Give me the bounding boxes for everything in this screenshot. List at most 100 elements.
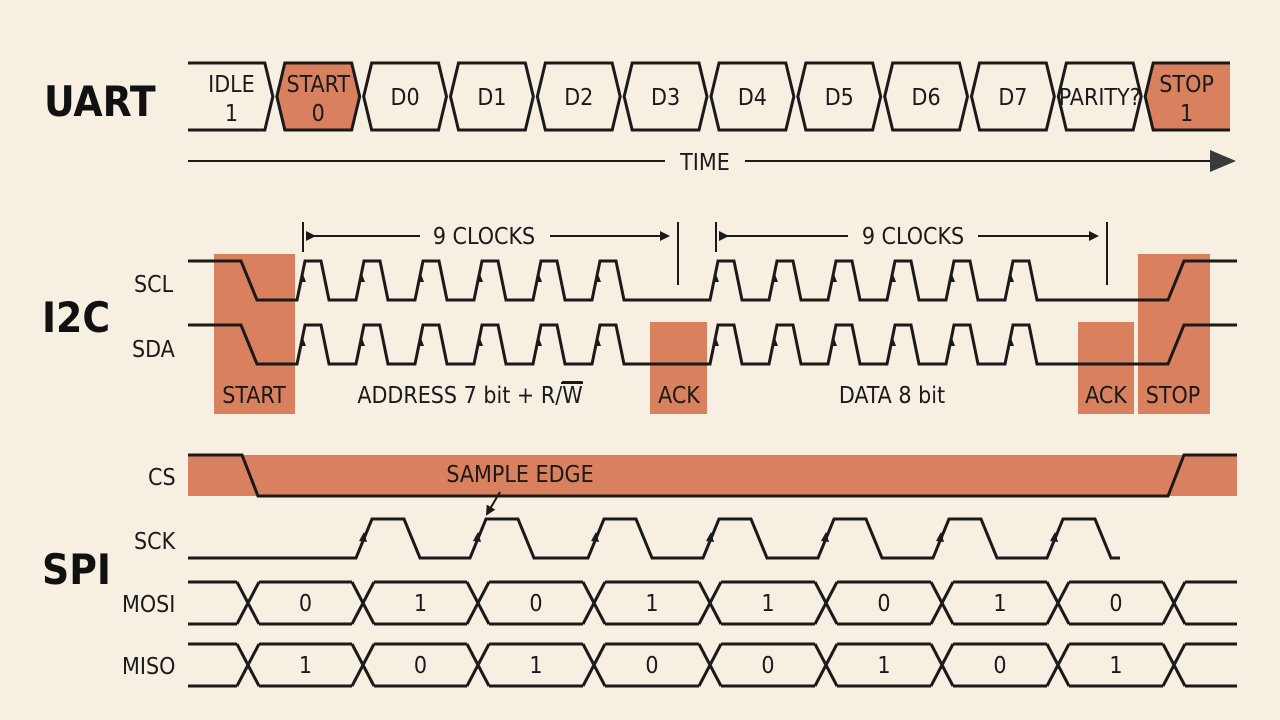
uart-frame-value: 1 — [1180, 101, 1193, 127]
mosi-transition — [465, 581, 491, 625]
miso-transition — [697, 643, 723, 687]
sda-edge-arrow — [890, 338, 896, 346]
sck-edge-arrow — [1050, 532, 1058, 542]
i2c-address-overbar: W — [562, 383, 582, 409]
i2c-stop-label: STOP — [1146, 383, 1201, 409]
scl-label: SCL — [134, 272, 174, 298]
sck-edge-arrow — [706, 532, 714, 542]
sample-edge-pointer — [485, 491, 501, 516]
sck-edge-arrow — [473, 532, 481, 542]
i2c-ack-block-2 — [1078, 322, 1134, 414]
sda-edge-arrow — [359, 338, 365, 346]
sda-waveform — [188, 323, 1237, 366]
miso-transition — [1161, 643, 1187, 687]
clocks-label-2: 9 CLOCKS — [862, 224, 964, 250]
scl-edge-arrow — [595, 274, 601, 282]
sck-label: SCK — [134, 529, 176, 555]
mosi-transition — [1045, 581, 1071, 625]
uart-frame-start — [275, 61, 362, 132]
mosi-transition — [350, 581, 376, 625]
miso-bit: 0 — [761, 653, 774, 679]
mosi-transition — [929, 581, 955, 625]
time-label: TIME — [679, 150, 730, 176]
scl-edge-arrow — [772, 274, 778, 282]
uart-frame-label: D3 — [651, 85, 680, 111]
mosi-transition — [697, 581, 723, 625]
uart-frame-label: D2 — [564, 85, 593, 111]
scl-edge-arrow — [890, 274, 896, 282]
cs-label: CS — [148, 465, 176, 491]
clocks-label-1: 9 CLOCKS — [433, 224, 535, 250]
uart-frame-value: 0 — [312, 101, 325, 127]
uart-frame-d6 — [883, 61, 970, 132]
miso-bit: 1 — [529, 653, 542, 679]
mosi-bit: 0 — [299, 591, 312, 617]
sda-label: SDA — [132, 337, 175, 363]
mosi-bit: 1 — [993, 591, 1006, 617]
uart-frame-d3 — [622, 61, 709, 132]
miso-label: MISO — [122, 654, 175, 680]
mosi-label: MOSI — [122, 592, 175, 618]
scl-edge-arrow — [831, 274, 837, 282]
miso-bit: 0 — [645, 653, 658, 679]
uart-frame-label: IDLE — [208, 72, 255, 98]
uart-frame-label: D5 — [825, 85, 854, 111]
uart-frame-stop-fill — [1145, 63, 1230, 130]
miso-transition — [350, 643, 376, 687]
sck-waveform — [188, 517, 1120, 560]
sda-edge-arrow — [772, 338, 778, 346]
mosi-bit: 0 — [529, 591, 542, 617]
sda-edge-arrow — [949, 338, 955, 346]
mosi-transition — [813, 581, 839, 625]
uart-frame-label: D0 — [391, 85, 420, 111]
miso-transition — [235, 643, 261, 687]
sda-edge-arrow — [595, 338, 601, 346]
sda-edge-arrow — [713, 338, 719, 346]
mosi-bit: 1 — [414, 591, 427, 617]
sck-edge-arrow — [936, 532, 944, 542]
miso-transition — [929, 643, 955, 687]
uart-frame-label: D7 — [998, 85, 1027, 111]
scl-edge-arrow — [536, 274, 542, 282]
sda-edge-arrow — [477, 338, 483, 346]
i2c-ack-label-2: ACK — [1085, 383, 1127, 409]
scl-edge-arrow — [300, 274, 306, 282]
mosi-transition — [1161, 581, 1187, 625]
sda-edge-arrow — [300, 338, 306, 346]
scl-edge-arrow — [359, 274, 365, 282]
i2c-label: I2C — [42, 293, 110, 342]
spi-label: SPI — [42, 545, 111, 594]
mosi-bit: 1 — [645, 591, 658, 617]
uart-frame-label: PARITY? — [1059, 85, 1141, 111]
sck-edge-arrows — [359, 532, 1058, 542]
sck-edge-arrow — [821, 532, 829, 542]
scl-edge-arrow — [1008, 274, 1014, 282]
i2c-data-label: DATA 8 bit — [839, 383, 945, 409]
uart-frame-d7 — [969, 61, 1056, 132]
i2c-start-label: START — [222, 383, 286, 409]
i2c-address-text: ADDRESS 7 bit + R/ — [357, 383, 562, 409]
scl-waveform — [188, 259, 1237, 302]
uart-frame-value: 1 — [225, 101, 238, 127]
miso-bit: 1 — [877, 653, 890, 679]
mosi-bit: 0 — [1109, 591, 1122, 617]
i2c-address-label: ADDRESS 7 bit + R/W — [357, 383, 582, 409]
i2c-edge-arrows — [300, 274, 1014, 346]
sda-edge-arrow — [536, 338, 542, 346]
sda-edge-arrow — [831, 338, 837, 346]
uart-frame-stop — [1143, 61, 1230, 132]
sck-edge-arrow — [591, 532, 599, 542]
mosi-bit: 0 — [877, 591, 890, 617]
sda-edge-arrow — [1008, 338, 1014, 346]
uart-frame-d0 — [362, 61, 449, 132]
scl-edge-arrow — [477, 274, 483, 282]
uart-frame-d1 — [448, 61, 535, 132]
uart-frame-d4 — [709, 61, 796, 132]
miso-transition — [465, 643, 491, 687]
uart-frame-label: D1 — [477, 85, 506, 111]
miso-bit: 1 — [1109, 653, 1122, 679]
i2c-ack-block-1 — [650, 322, 707, 414]
